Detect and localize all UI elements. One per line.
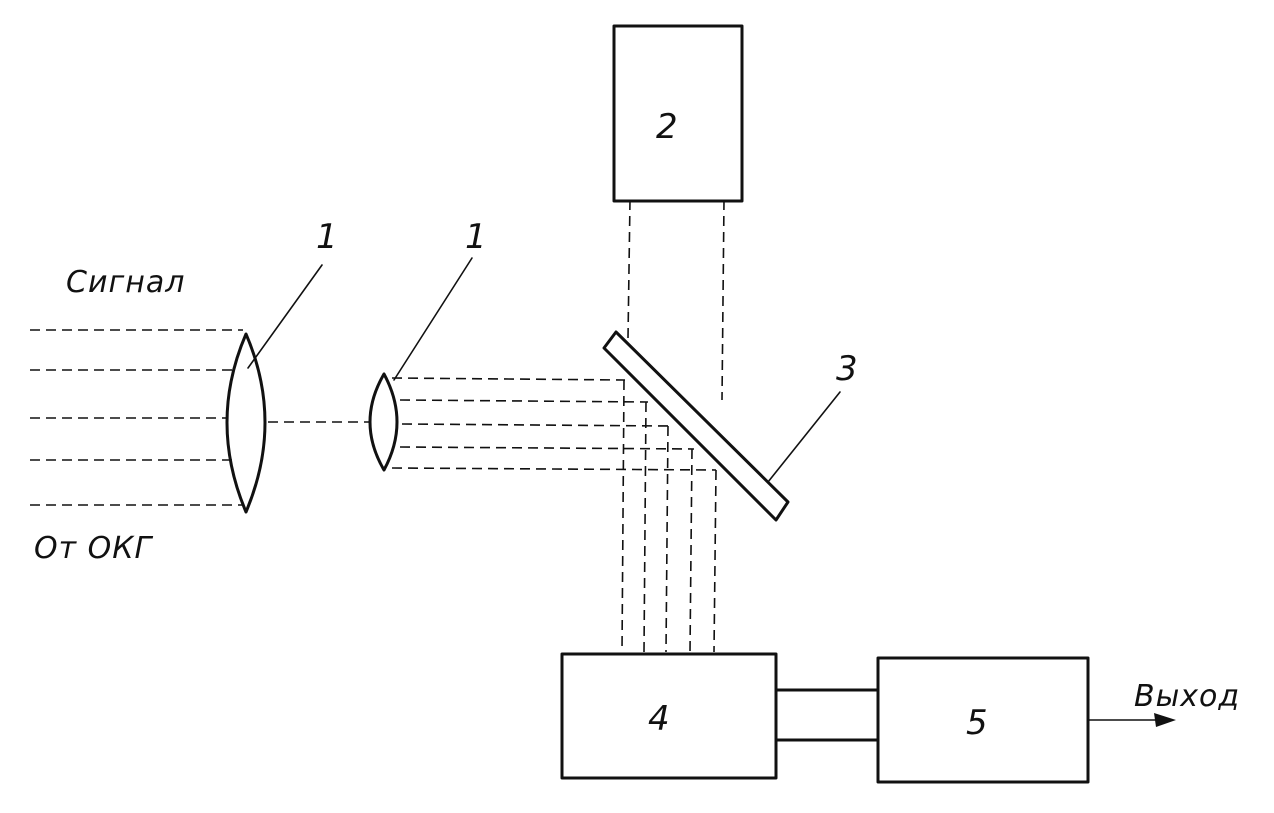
leader-lens-large <box>247 264 323 369</box>
from-okg-label: От ОКГ <box>34 531 154 566</box>
connection-4-to-5 <box>774 688 880 742</box>
plate-3-number: 3 <box>836 349 858 389</box>
lens-small-number: 1 <box>465 217 487 257</box>
lens-large-number: 1 <box>316 217 338 257</box>
collimated-beams <box>391 377 717 471</box>
block-2-number: 2 <box>656 107 678 147</box>
combined-beams <box>621 379 717 653</box>
block-4 <box>560 652 778 780</box>
incoming-beams <box>30 329 243 506</box>
reference-beams <box>627 199 725 401</box>
lens-large <box>225 332 267 514</box>
leader-plate-3 <box>767 391 841 483</box>
lens-small <box>368 372 399 472</box>
block-5-number: 5 <box>966 703 988 743</box>
output-arrow <box>1087 713 1176 727</box>
leader-lens-small <box>393 257 473 381</box>
signal-label: Сигнал <box>66 265 185 300</box>
block-2 <box>612 24 744 203</box>
output-label: Выход <box>1134 679 1240 714</box>
block-4-number: 4 <box>648 699 670 739</box>
beam-splitter-plate-3 <box>602 330 790 522</box>
